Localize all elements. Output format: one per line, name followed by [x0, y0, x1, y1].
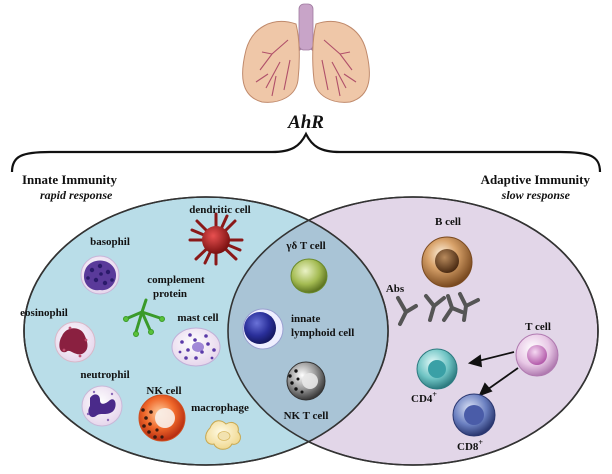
gd-t-cell-label: γδ T cell: [285, 240, 325, 252]
neutrophil-label: neutrophil: [80, 369, 129, 381]
b-cell-icon: [421, 236, 473, 288]
cd8-label-sup: +: [478, 438, 483, 447]
curly-brace: [10, 131, 602, 173]
ilc-label-1: innate: [291, 313, 320, 325]
t-cell-icon: [515, 333, 559, 377]
cd8-label-main: CD8: [457, 441, 479, 453]
innate-subtitle: rapid response: [40, 188, 113, 202]
dendritic-cell-label: dendritic cell: [189, 204, 250, 216]
eosinophil-icon: [54, 321, 96, 363]
ilc-label-2: lymphoid cell: [291, 327, 354, 339]
b-cell-label: B cell: [435, 216, 461, 228]
nk-cell-label: NK cell: [146, 385, 181, 397]
macrophage-label: macrophage: [191, 402, 249, 414]
cd4-label-sup: +: [432, 390, 437, 399]
complement-protein-icon: [123, 298, 165, 337]
cd4-label: CD4+: [411, 390, 437, 405]
eosinophil-label: eosinophil: [20, 307, 68, 319]
dendritic-cell-icon: [188, 212, 244, 266]
cd4-cell-icon: [416, 348, 458, 390]
innate-lymphoid-cell-icon: [242, 308, 284, 350]
mast-cell-label: mast cell: [177, 312, 218, 324]
mast-cell-icon: [171, 327, 221, 367]
complement-label-2: protein: [153, 288, 187, 300]
gd-t-cell-icon: [290, 258, 328, 294]
nk-t-cell-icon: [286, 361, 326, 401]
nk-cell-icon: [138, 394, 186, 442]
neutrophil-icon: [81, 385, 123, 427]
t-cell-label: T cell: [525, 321, 551, 333]
abs-label: Abs: [386, 283, 405, 295]
complement-label-1: complement: [147, 274, 205, 286]
adaptive-title: Adaptive Immunity: [481, 172, 591, 187]
basophil-icon: [80, 255, 120, 295]
ahr-label: AhR: [287, 112, 324, 133]
cd4-label-main: CD4: [411, 393, 433, 405]
adaptive-subtitle: slow response: [501, 188, 571, 202]
cd8-label: CD8+: [457, 438, 483, 453]
lungs-icon: [242, 3, 370, 103]
cd8-cell-icon: [452, 393, 496, 437]
macrophage-icon: [205, 420, 241, 450]
nk-t-cell-label: NK T cell: [284, 410, 329, 422]
basophil-label: basophil: [90, 236, 130, 248]
innate-title: Innate Immunity: [22, 172, 117, 187]
differentiation-arrows: [467, 351, 519, 397]
antibodies-icon: [396, 292, 480, 326]
